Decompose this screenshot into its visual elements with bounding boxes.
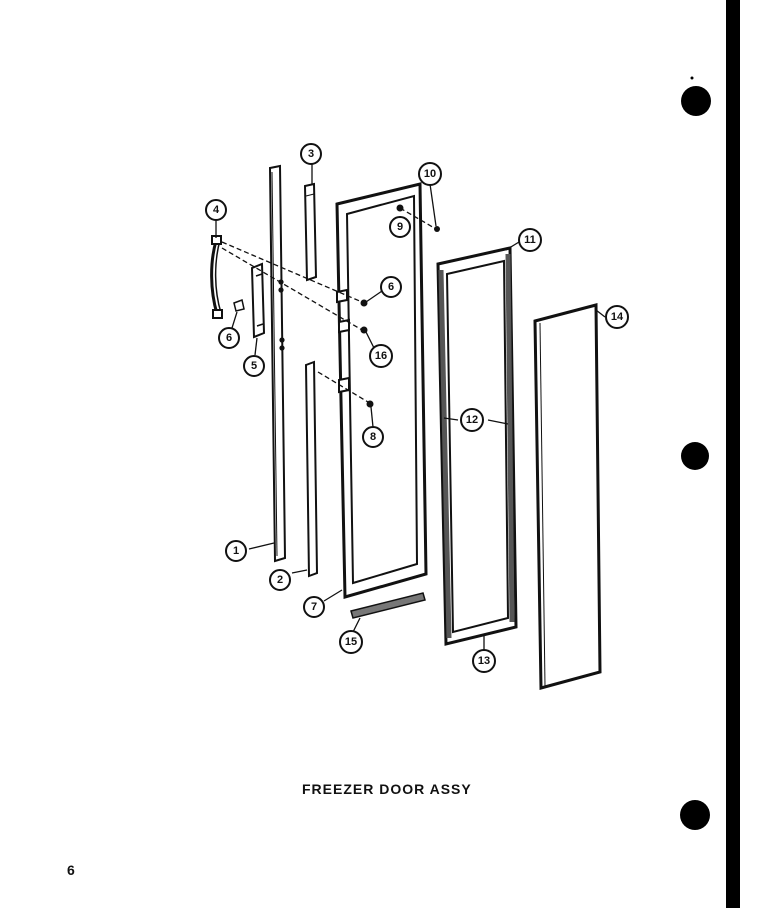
part-4-handle (210, 240, 219, 315)
callout-6b-circle (380, 276, 402, 298)
part-6-screw-upper (360, 299, 368, 307)
callout-8-circle (362, 426, 384, 448)
callout-5-circle (243, 355, 265, 377)
callout-10: 10 (424, 168, 436, 180)
callout-11: 11 (524, 234, 536, 246)
callout-9: 9 (397, 221, 403, 233)
part-10-screw (434, 226, 440, 232)
speck (690, 76, 694, 80)
callout-1-circle (225, 540, 247, 562)
diagram-caption: FREEZER DOOR ASSY (302, 781, 472, 797)
callout-14: 14 (611, 311, 624, 323)
binding-bar (726, 0, 740, 908)
callout-8: 8 (370, 431, 376, 443)
callout-1: 1 (233, 545, 239, 557)
callout-4: 4 (213, 204, 220, 216)
part-3-strip (303, 182, 318, 282)
callout-10-circle (418, 162, 442, 186)
callout-7: 7 (311, 601, 317, 613)
callout-14-circle (605, 305, 629, 329)
callout-12: 12 (466, 414, 478, 426)
callout-13-circle (472, 649, 496, 673)
callout-2: 2 (277, 574, 283, 586)
callout-11-circle (518, 228, 542, 252)
callout-6b: 6 (388, 281, 394, 293)
callout-15: 15 (345, 636, 357, 648)
part-15-bottom-strip (350, 592, 426, 619)
part-5-bracket (250, 262, 266, 339)
part-11-gasket-frame (436, 246, 518, 646)
callout-7-circle (303, 596, 325, 618)
callout-6a: 6 (226, 332, 232, 344)
callout-3-circle (300, 143, 322, 165)
part-6-clip (233, 298, 245, 312)
callout-6a-circle (218, 327, 240, 349)
callout-16: 16 (375, 350, 387, 362)
callout-2-circle (269, 569, 291, 591)
part-14-door-panel (533, 303, 602, 690)
callout-13: 13 (478, 655, 490, 667)
part-16-screw (360, 326, 368, 334)
callout-4-circle (205, 199, 227, 221)
part-8-screw (366, 400, 374, 408)
binder-hole-top (681, 86, 711, 116)
callout-9-circle (389, 216, 411, 238)
callout-12-circle (460, 408, 484, 432)
page-number: 6 (67, 862, 75, 878)
callout-5: 5 (251, 360, 257, 372)
callout-15-circle (339, 630, 363, 654)
binder-hole-middle (681, 442, 709, 470)
part-7-door-frame (335, 182, 428, 599)
part-2-strip (304, 360, 319, 578)
callout-3: 3 (308, 148, 314, 160)
binder-hole-bottom (680, 800, 710, 830)
callout-16-circle (369, 344, 393, 368)
